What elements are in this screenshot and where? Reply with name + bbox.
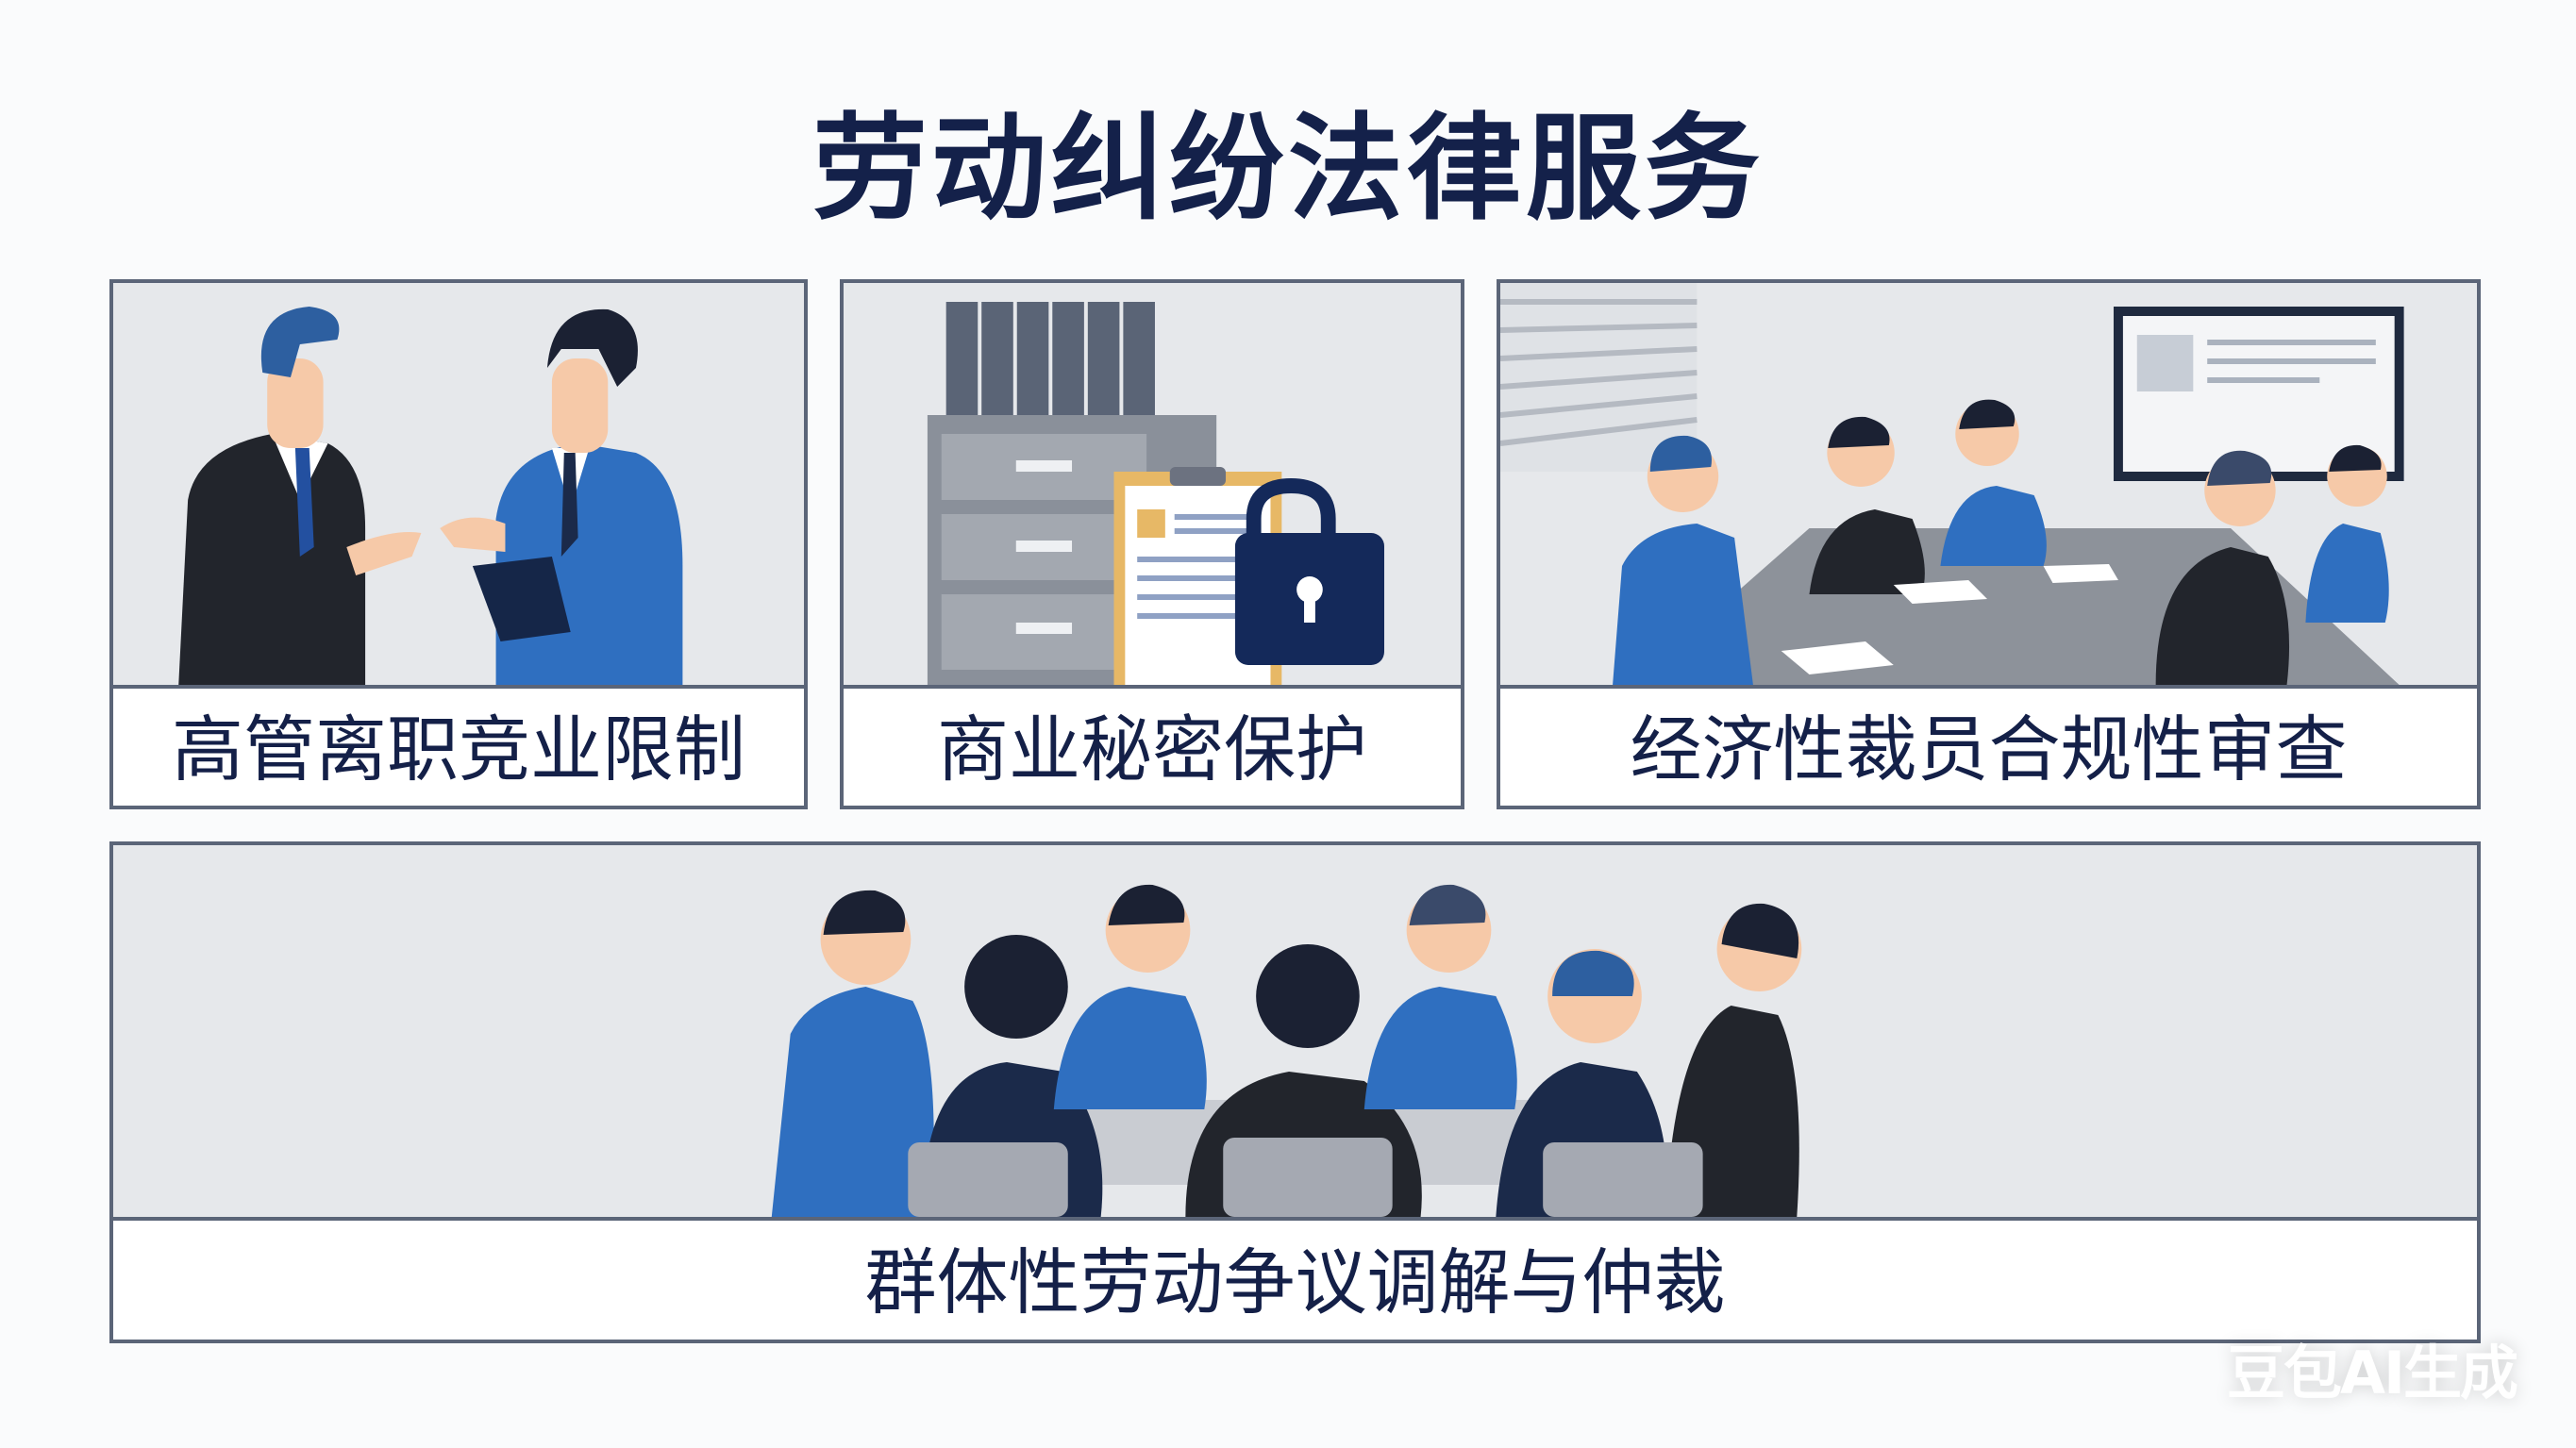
page-title: 劳动纠纷法律服务 [812,102,1764,236]
person-dark-suit [178,307,422,685]
service-card-collective-dispute: 群体性劳动争议调解与仲裁 [109,841,2481,1343]
watermark: 豆包AI生成 [2227,1339,2518,1407]
illustration-meeting-room [1500,283,2477,689]
service-label: 群体性劳动争议调解与仲裁 [864,1240,1726,1324]
service-label: 高管离职竞业限制 [172,707,745,791]
padlock-icon [1234,477,1384,665]
illustration-group-negotiation [113,845,2477,1221]
person-blue-suit [440,308,683,685]
service-label: 经济性裁员合规性审查 [1630,707,2348,791]
meeting-people [1613,399,2389,685]
service-label: 商业秘密保护 [937,707,1367,791]
illustration-files-cabinet-lock [844,283,1461,689]
binders-icon [945,302,1155,415]
illustration-two-businessmen-talking [113,283,804,689]
service-card-layoff-review: 经济性裁员合规性审查 [1497,279,2481,809]
service-card-non-compete: 高管离职竞业限制 [109,279,808,809]
service-card-trade-secret: 商业秘密保护 [840,279,1464,809]
